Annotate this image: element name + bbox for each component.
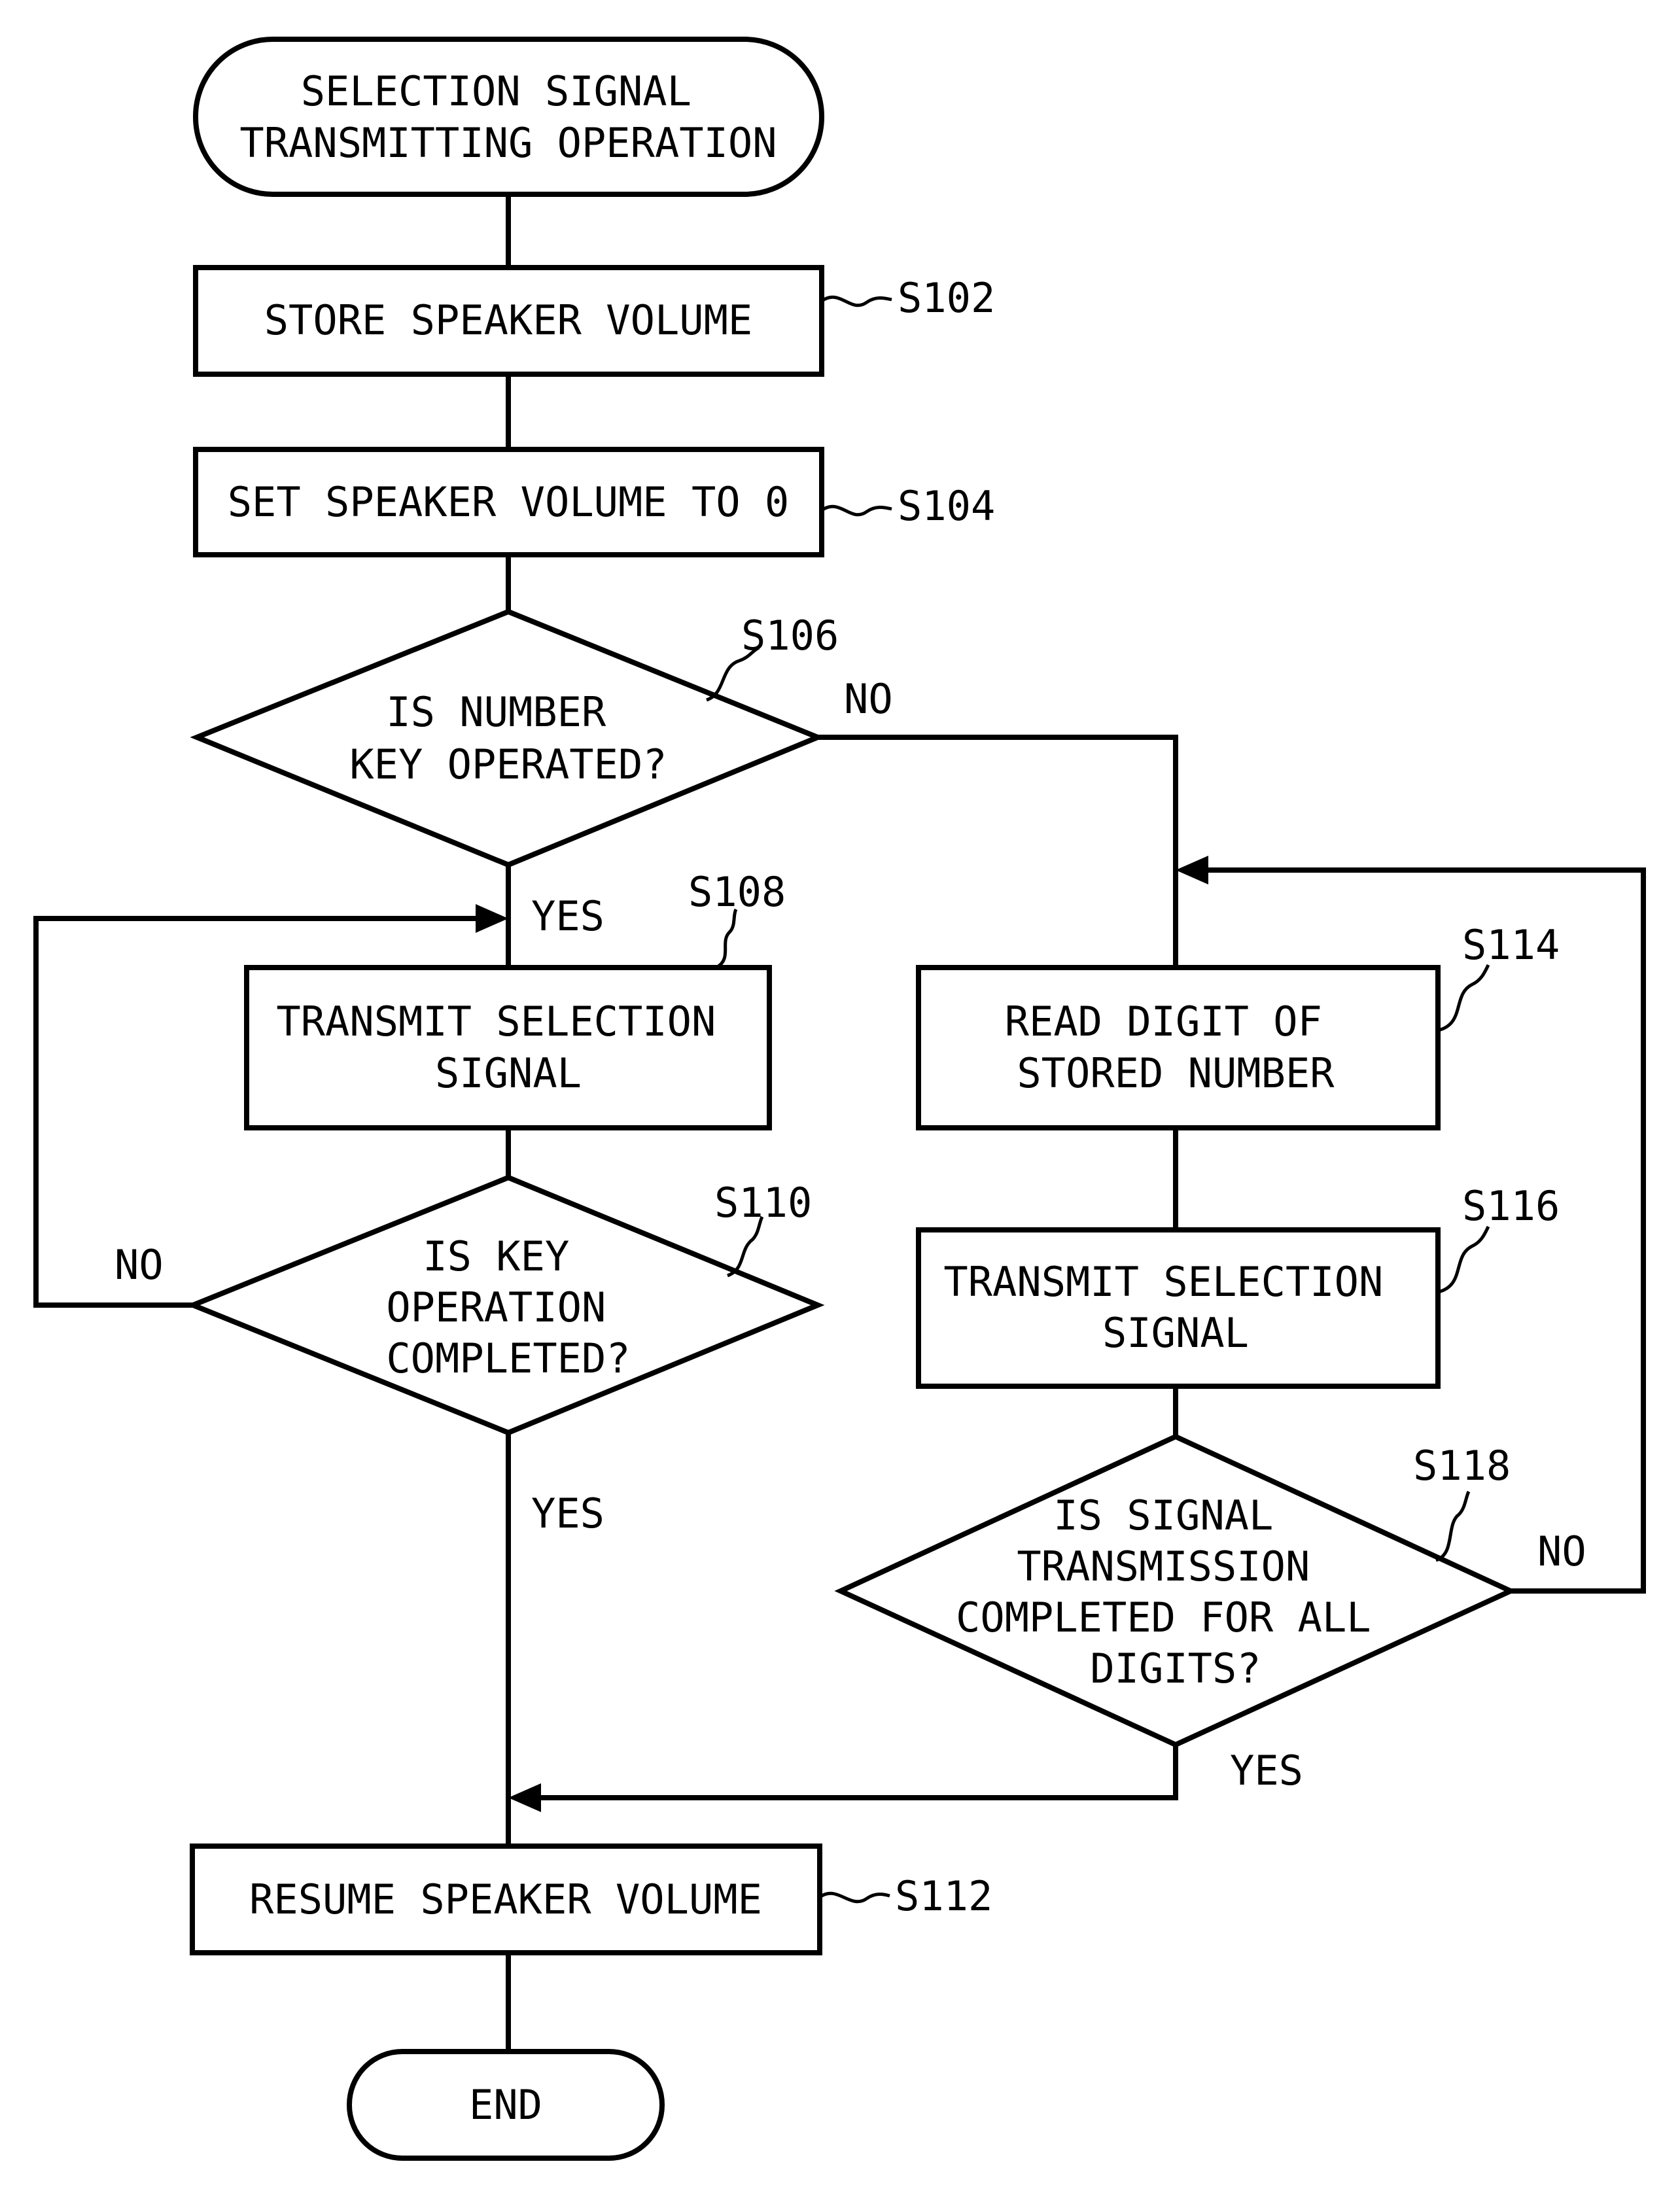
s110-label: IS KEY OPERATION COMPLETED?: [386, 1232, 630, 1382]
flow-s118-yes-to-merge: [536, 1745, 1176, 1798]
arrowhead-into-s108-loop: [476, 904, 508, 933]
step-id-s110: S110: [714, 1179, 812, 1227]
decision-s118: [841, 1437, 1511, 1745]
s102-label: STORE SPEAKER VOLUME: [264, 296, 753, 344]
step-id-s104: S104: [898, 482, 995, 530]
step-id-s106: S106: [741, 612, 839, 659]
branch-s118-no: NO: [1537, 1528, 1586, 1575]
shapes: [192, 39, 1511, 2158]
arrowhead-into-merge: [508, 1783, 541, 1812]
step-id-s112: S112: [895, 1872, 992, 1920]
branch-s110-no: NO: [114, 1241, 164, 1289]
leader-s102: [822, 297, 892, 306]
process-s108: [247, 968, 769, 1128]
process-s114: [919, 968, 1438, 1128]
step-id-s118: S118: [1413, 1442, 1511, 1490]
arrowhead-into-s114-loop: [1176, 856, 1208, 884]
decision-s106: [197, 612, 818, 865]
step-id-s108: S108: [688, 868, 786, 916]
step-id-s116: S116: [1462, 1182, 1560, 1230]
process-s116: [919, 1230, 1438, 1386]
leader-s112: [820, 1893, 890, 1902]
leader-s114: [1438, 965, 1488, 1030]
branch-s110-yes: YES: [531, 1490, 604, 1537]
branch-s118-yes: YES: [1230, 1747, 1303, 1794]
flow-s106-no-to-s114: [816, 737, 1176, 968]
branch-s106-no: NO: [844, 675, 893, 723]
start-terminal: [196, 39, 822, 194]
leader-s108: [716, 909, 736, 968]
step-id-s114: S114: [1462, 921, 1560, 969]
step-id-s102: S102: [898, 274, 995, 322]
leader-s118: [1436, 1492, 1469, 1560]
leader-s116: [1438, 1227, 1488, 1292]
end-label: END: [469, 2081, 542, 2129]
branch-s106-yes: YES: [531, 892, 604, 940]
leader-s104: [822, 506, 892, 515]
s112-label: RESUME SPEAKER VOLUME: [249, 1876, 762, 1923]
s104-label: SET SPEAKER VOLUME TO 0: [228, 478, 790, 526]
